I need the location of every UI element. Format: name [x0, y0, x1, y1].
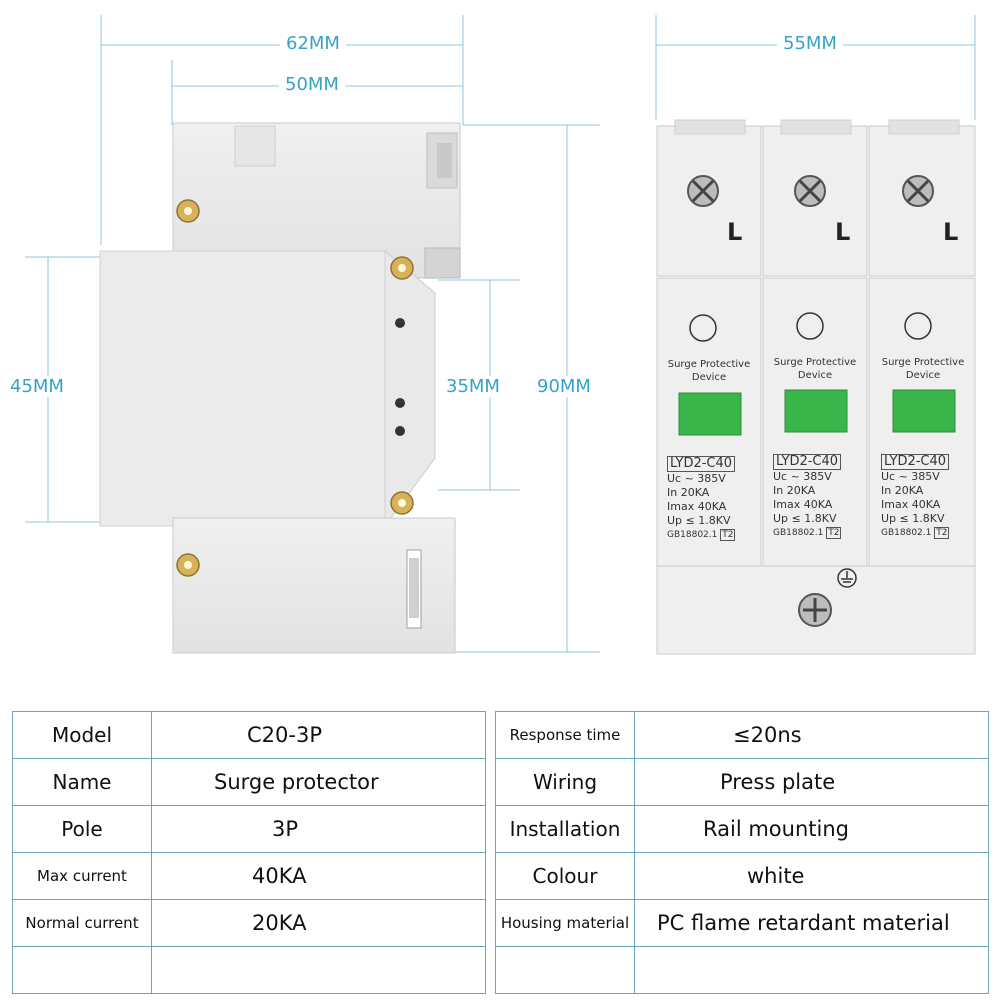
module-specs-1: LYD2-C40 Uc ~ 385V In 20KA Imax 40KA Up … — [667, 456, 757, 542]
standard-label: GB18802.1 — [773, 528, 824, 538]
up-rating: Up ≤ 1.8KV — [773, 512, 837, 525]
table-row: Pole 3P — [12, 805, 486, 853]
up-rating: Up ≤ 1.8KV — [667, 514, 731, 527]
up-rating: Up ≤ 1.8KV — [881, 512, 945, 525]
table-row: Installation Rail mounting — [495, 805, 989, 853]
table-row: Wiring Press plate — [495, 758, 989, 806]
terminal-label: L — [835, 218, 851, 246]
spec-table-right: Response time ≤20ns Wiring Press plate I… — [495, 711, 989, 994]
spec-value: ≤20ns — [634, 711, 989, 759]
imax-rating: Imax 40KA — [773, 498, 833, 511]
terminal-label: L — [943, 218, 959, 246]
module-label-2: Surge Protective Device — [767, 356, 863, 382]
in-rating: In 20KA — [667, 486, 710, 499]
table-row: Housing material PC flame retardant mate… — [495, 899, 989, 947]
spec-value: white — [634, 852, 989, 900]
class-label: T2 — [826, 527, 842, 539]
uc-rating: Uc ~ 385V — [881, 470, 940, 483]
table-row: Model C20-3P — [12, 711, 486, 759]
spec-key: Housing material — [495, 899, 635, 947]
spec-key: Pole — [12, 805, 152, 853]
spec-key — [12, 946, 152, 994]
spec-key: Model — [12, 711, 152, 759]
table-row — [495, 946, 989, 994]
spec-value: C20-3P — [151, 711, 486, 759]
dimension-90mm: 90MM — [531, 376, 597, 397]
spec-value: 40KA — [151, 852, 486, 900]
spec-value: Rail mounting — [634, 805, 989, 853]
spec-key: Name — [12, 758, 152, 806]
spec-value: PC flame retardant material — [634, 899, 989, 947]
module-specs-2: LYD2-C40 Uc ~ 385V In 20KA Imax 40KA Up … — [773, 454, 863, 540]
spec-value: 20KA — [151, 899, 486, 947]
spec-value: Press plate — [634, 758, 989, 806]
terminal-label: L — [727, 218, 743, 246]
table-row: Max current 40KA — [12, 852, 486, 900]
standard-label: GB18802.1 — [881, 528, 932, 538]
module-title: Surge Protective Device — [667, 359, 751, 383]
side-view-illustration — [99, 122, 461, 654]
module-specs-3: LYD2-C40 Uc ~ 385V In 20KA Imax 40KA Up … — [881, 454, 971, 540]
in-rating: In 20KA — [881, 484, 924, 497]
spec-key: Colour — [495, 852, 635, 900]
table-row: Normal current 20KA — [12, 899, 486, 947]
spec-value: Surge protector — [151, 758, 486, 806]
module-title: Surge Protective Device — [881, 357, 965, 381]
table-row: Colour white — [495, 852, 989, 900]
class-label: T2 — [934, 527, 950, 539]
table-row: Response time ≤20ns — [495, 711, 989, 759]
dimension-55mm: 55MM — [777, 33, 843, 54]
dimension-62mm: 62MM — [280, 33, 346, 54]
uc-rating: Uc ~ 385V — [773, 470, 832, 483]
model-label: LYD2-C40 — [773, 454, 842, 470]
spec-value: 3P — [151, 805, 486, 853]
module-label-3: Surge Protective Device — [873, 356, 973, 382]
spec-value — [634, 946, 989, 994]
spec-key — [495, 946, 635, 994]
spec-key: Normal current — [12, 899, 152, 947]
uc-rating: Uc ~ 385V — [667, 472, 726, 485]
imax-rating: Imax 40KA — [881, 498, 941, 511]
class-label: T2 — [720, 529, 736, 541]
model-label: LYD2-C40 — [667, 456, 736, 472]
spec-value — [151, 946, 486, 994]
table-row: Name Surge protector — [12, 758, 486, 806]
dimension-35mm: 35MM — [440, 376, 506, 397]
standard-label: GB18802.1 — [667, 530, 718, 540]
table-row — [12, 946, 486, 994]
front-view-illustration: L L L Surge Protective Device Surge Prot… — [655, 118, 977, 658]
spec-key: Wiring — [495, 758, 635, 806]
module-label-1: Surge Protective Device — [661, 358, 757, 384]
imax-rating: Imax 40KA — [667, 500, 727, 513]
module-title: Surge Protective Device — [773, 357, 857, 381]
dimension-45mm: 45MM — [4, 376, 70, 397]
front-view-body — [656, 119, 976, 655]
dimension-50mm: 50MM — [279, 74, 345, 95]
spec-table-left: Model C20-3P Name Surge protector Pole 3… — [12, 711, 486, 994]
spec-key: Response time — [495, 711, 635, 759]
spec-key: Installation — [495, 805, 635, 853]
model-label: LYD2-C40 — [881, 454, 950, 470]
in-rating: In 20KA — [773, 484, 816, 497]
spec-key: Max current — [12, 852, 152, 900]
